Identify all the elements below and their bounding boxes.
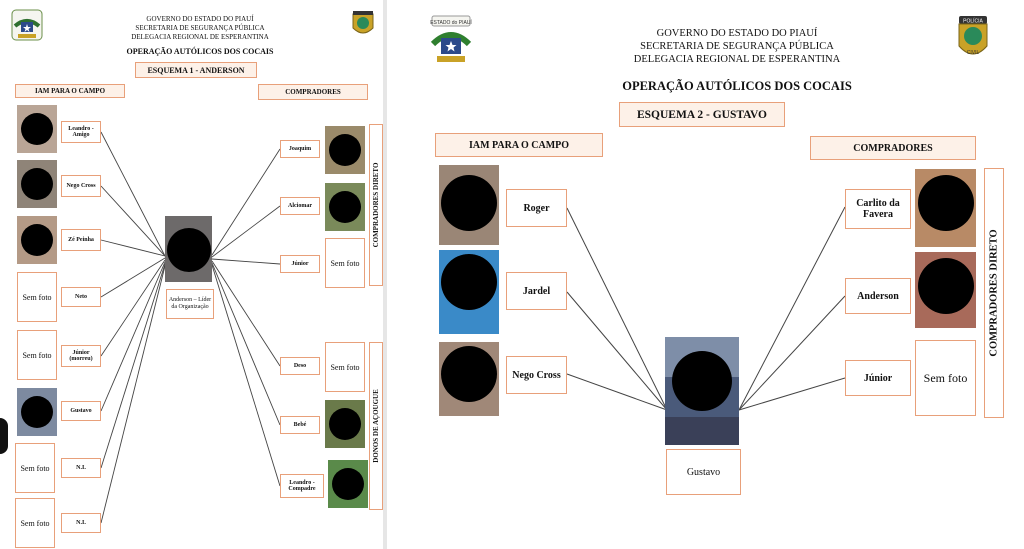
person-photo-leandro-compadre [328, 460, 368, 508]
header-government-2: GOVERNO DO ESTADO DO PIAUÍ [656, 28, 818, 39]
left-label-nego-cross: Nego Cross [61, 175, 101, 197]
left-label-ze-peinha: Zé Peinha [61, 229, 101, 251]
civil-police-badge-icon-2: POLÍCIA CIVIL [958, 16, 988, 56]
operation-title: OPERAÇÃO AUTÓLICOS DOS COCAIS [126, 47, 274, 56]
no-photo-junior: Sem foto [325, 238, 365, 288]
person-photo-bebe [325, 400, 365, 448]
person-photo-anderson-2 [915, 252, 976, 328]
no-photo-neto: Sem foto [17, 272, 57, 322]
left-label-junior-morreu: Júnior (morreu) [61, 345, 101, 367]
header-government: GOVERNO DO ESTADO DO PIAUÍ [146, 15, 254, 23]
scheme-1-connection-lines [100, 131, 281, 524]
page-header: GOVERNO DO ESTADO DO PIAUÍ SECRETARIA DE… [90, 15, 310, 41]
piaui-state-seal-icon-2: ESTADO do PIAUÍ [430, 15, 472, 62]
left-label-ni-1: N.I. [61, 458, 101, 478]
no-photo-ni-2: Sem foto [15, 498, 55, 548]
leader-label-gustavo: Gustavo [666, 449, 741, 495]
person-photo-jardel [439, 250, 499, 334]
scheme-title-2: ESQUEMA 2 - GUSTAVO [619, 102, 785, 127]
no-photo-ni-1: Sem foto [15, 443, 55, 493]
right-label-joaquim: Joaquim [280, 140, 320, 158]
right-column-header-2: COMPRADORES [810, 136, 976, 160]
state-seal-text: ESTADO do PIAUÍ [430, 19, 472, 26]
category-direct-buyers: COMPRADORES DIRETO [369, 124, 383, 286]
scheme-2-connection-lines [566, 206, 846, 411]
right-label-carlito-da-favera: Carlito da Favera [845, 189, 911, 229]
scheme-title: ESQUEMA 1 - ANDERSON [135, 62, 257, 78]
left-label-leandro-amigo: Leandro - Amigo [61, 121, 101, 143]
right-label-deso: Deso [280, 357, 320, 375]
header-delegacy-2: DELEGACIA REGIONAL DE ESPERANTINA [633, 54, 841, 66]
right-label-alciomar: Alciomar [280, 197, 320, 215]
left-label-jardel: Jardel [506, 272, 567, 310]
right-label-leandro-compadre: Leandro - Compadre [280, 474, 324, 498]
left-label-roger: Roger [506, 189, 567, 227]
page-header-2: GOVERNO DO ESTADO DO PIAUÍ SECRETARIA DE… [587, 27, 887, 66]
photo-shirt [665, 417, 739, 445]
right-label-junior-2: Júnior [845, 360, 911, 396]
civil-police-badge-icon [352, 11, 374, 34]
operation-title-2: OPERAÇÃO AUTÓLICOS DOS COCAIS [622, 79, 852, 93]
left-column-header: IAM PARA O CAMPO [15, 84, 125, 98]
right-column-header: COMPRADORES [258, 84, 368, 100]
header-secretariat: SECRETARIA DE SEGURANÇA PÚBLICA [135, 23, 265, 32]
police-badge-subtext: CIVIL [967, 50, 980, 56]
left-column-header-2: IAM PARA O CAMPO [435, 133, 603, 157]
left-label-nego-cross-2: Nego Cross [506, 356, 567, 394]
right-label-junior: Júnior [280, 255, 320, 273]
scheme-2-page: ESTADO do PIAUÍ POLÍCIA CIVIL GOVERNO DO… [387, 0, 1024, 549]
piaui-state-seal-icon [11, 9, 43, 41]
scheme-1-page: GOVERNO DO ESTADO DO PIAUÍ SECRETARIA DE… [0, 0, 383, 549]
left-label-ni-2: N.I. [61, 513, 101, 533]
category-butcher-owners-label: DONOS DE AÇOUGUE [372, 389, 380, 463]
header-secretariat-2: SECRETARIA DE SEGURANÇA PÚBLICA [640, 41, 834, 53]
no-photo-deso: Sem foto [325, 342, 365, 392]
person-photo-nego-cross-2 [439, 342, 499, 416]
right-label-bebe: Bebé [280, 416, 320, 434]
category-direct-buyers-label: COMPRADORES DIRETO [372, 162, 380, 248]
right-label-anderson: Anderson [845, 278, 911, 314]
person-photo-alciomar [325, 183, 365, 231]
person-photo-carlito-da-favera [915, 169, 976, 247]
no-photo-junior-2: Sem foto [915, 340, 976, 416]
leader-photo-gustavo [665, 337, 739, 445]
left-label-gustavo: Gustavo [61, 401, 101, 421]
category-direct-buyers-2: COMPRADORES DIRETO [984, 168, 1004, 418]
person-photo-roger [439, 165, 499, 245]
no-photo-junior-morreu: Sem foto [17, 330, 57, 380]
partial-face-mask-edge [0, 418, 8, 454]
person-photo-nego-cross [17, 160, 57, 208]
person-photo-ze-peinha [17, 216, 57, 264]
left-label-neto: Neto [61, 287, 101, 307]
person-photo-gustavo [17, 388, 57, 436]
person-photo-joaquim [325, 126, 365, 174]
leader-label-anderson: Anderson – Líder da Organização [166, 289, 214, 319]
person-photo-leandro-amigo [17, 105, 57, 153]
category-butcher-owners: DONOS DE AÇOUGUE [369, 342, 383, 510]
category-direct-buyers-2-label: COMPRADORES DIRETO [988, 229, 1000, 357]
leader-photo-anderson [165, 216, 212, 282]
police-badge-text: POLÍCIA [963, 18, 983, 25]
header-delegacy: DELEGACIA REGIONAL DE ESPERANTINA [131, 32, 269, 41]
